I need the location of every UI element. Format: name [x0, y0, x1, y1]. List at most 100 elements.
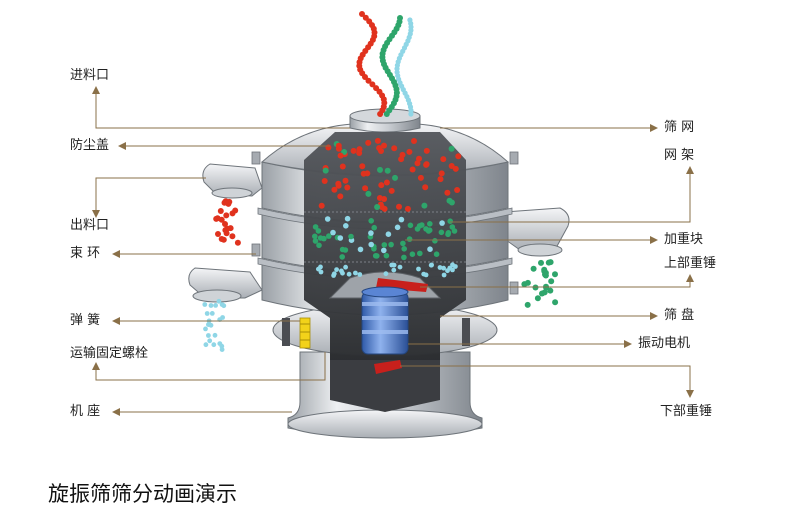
diagram-caption: 旋振筛筛分动画演示	[48, 482, 237, 506]
particle-middle	[385, 231, 392, 237]
particle-outlet-red	[232, 207, 239, 214]
particle-outlet-green	[524, 279, 531, 286]
particle-upper	[377, 166, 383, 173]
particle-lower	[389, 262, 395, 268]
particle-lower	[334, 267, 339, 272]
particle-lower	[441, 265, 446, 271]
particle-middle	[324, 216, 331, 222]
machine-body	[188, 108, 570, 439]
particle-upper	[422, 184, 429, 191]
leader-arrowheads	[92, 86, 694, 416]
particle-upper	[383, 179, 390, 186]
particle-upper	[335, 142, 342, 149]
particle-lower	[383, 271, 389, 277]
particle-cyan	[408, 111, 414, 117]
particle-outlet-red	[215, 231, 221, 237]
particle-middle	[371, 224, 378, 231]
particle-outlet-cyan	[206, 333, 211, 338]
particle-middle	[423, 226, 429, 232]
particle-outlet-green	[530, 265, 537, 272]
particle-middle	[401, 254, 407, 261]
particle-upper	[374, 137, 381, 144]
particle-lower	[357, 272, 363, 277]
leader-lines	[95, 92, 691, 413]
particle-upper	[339, 163, 346, 170]
particle-middle	[383, 252, 390, 259]
particle-middle	[417, 250, 423, 257]
particle-outlet-cyan	[209, 311, 215, 316]
label-outlet: 出料口	[70, 218, 110, 233]
particle-lower	[428, 262, 434, 268]
particle-upper	[342, 177, 349, 184]
particle-upper	[444, 189, 451, 196]
label-dust-cover: 防尘盖	[70, 138, 110, 153]
particle-upper	[381, 142, 387, 149]
particle-middle	[330, 229, 336, 236]
particle-outlet-cyan	[212, 332, 218, 338]
particle-red	[377, 111, 384, 117]
particle-middle	[371, 246, 377, 252]
particle-outlet-red	[222, 198, 229, 205]
particle-outlet-cyan	[213, 303, 219, 308]
springs	[282, 317, 470, 349]
particle-outlet-cyan	[203, 342, 209, 348]
particle-upper	[337, 152, 344, 159]
leader-inlet	[95, 92, 350, 129]
particle-upper	[388, 187, 395, 194]
particle-upper	[365, 190, 372, 197]
particle-red	[369, 81, 376, 88]
particle-outlet-green	[547, 287, 554, 294]
particle-upper	[378, 182, 385, 189]
particle-middle	[427, 221, 433, 227]
label-inlet: 进料口	[70, 68, 110, 83]
particle-middle	[439, 220, 445, 226]
particle-outlet-red	[222, 221, 228, 227]
particle-upper	[454, 187, 461, 193]
particle-lower	[453, 264, 458, 269]
particle-upper	[406, 148, 413, 155]
leader-transport-bolt	[95, 352, 326, 381]
particle-outlet-red	[218, 216, 225, 223]
particle-middle	[388, 241, 394, 248]
particle-middle	[368, 218, 375, 224]
base-cutaway	[330, 352, 440, 412]
particle-upper	[438, 170, 445, 177]
particle-outlet-red	[218, 236, 225, 242]
base-foot	[287, 409, 483, 439]
particle-red	[365, 77, 372, 84]
particle-upper	[417, 174, 424, 181]
particle-upper	[337, 193, 344, 200]
particle-lower	[441, 272, 447, 278]
particle-middle	[316, 242, 322, 249]
label-upper-weight: 上部重锤	[664, 256, 717, 271]
particle-upper	[384, 167, 391, 174]
particle-upper	[404, 205, 411, 212]
label-vibration-motor: 振动电机	[638, 336, 691, 351]
particle-outlet-cyan	[216, 298, 222, 304]
particle-middle	[406, 236, 413, 242]
particle-red	[359, 11, 365, 17]
particle-outlet-cyan	[207, 338, 213, 344]
particle-outlet-green	[539, 290, 545, 297]
particle-middle	[400, 240, 406, 247]
particle-middle	[432, 238, 438, 244]
particle-green	[383, 111, 390, 117]
particle-outlet-red	[229, 233, 236, 240]
particle-middle	[407, 222, 414, 229]
particle-middle	[372, 253, 379, 259]
particle-upper	[376, 145, 383, 151]
particle-outlet-cyan	[208, 322, 214, 328]
particle-upper	[359, 163, 366, 170]
particle-middle	[312, 233, 318, 240]
particle-upper	[423, 161, 430, 168]
particle-outlet-red	[223, 212, 230, 219]
particle-middle	[317, 235, 324, 241]
particle-lower	[353, 270, 358, 276]
particle-outlet-cyan	[211, 342, 217, 348]
label-transport-bolt: 运输固定螺栓	[70, 346, 149, 361]
vibration-motor-body	[361, 291, 409, 355]
particle-middle	[344, 215, 351, 222]
particle-middle	[401, 246, 408, 252]
particle-middle	[433, 251, 440, 257]
particle-outlet-green	[552, 299, 559, 306]
